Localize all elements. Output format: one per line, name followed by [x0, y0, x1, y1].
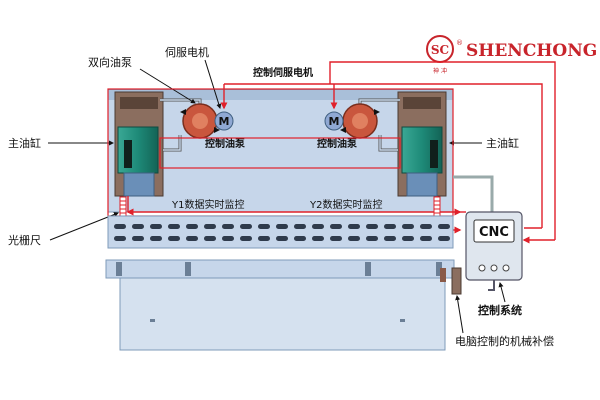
- right-servo-motor: M: [324, 111, 344, 131]
- servo-motor-label: 伺服电机: [165, 45, 209, 59]
- beam-slot: [150, 224, 162, 229]
- control-system-label: 控制系统: [478, 303, 522, 317]
- press-beam: [107, 215, 454, 249]
- beam-slot: [366, 236, 378, 241]
- beam-slots: [114, 224, 450, 241]
- control-pump-right-label: 控制油泵: [317, 137, 358, 150]
- cnc-controller: CNC: [465, 211, 523, 281]
- beam-slot: [330, 224, 342, 229]
- beam-slot: [294, 236, 306, 241]
- lower-table: [105, 259, 455, 351]
- sc-logo-icon: SC: [426, 35, 454, 63]
- beam-slot: [276, 224, 288, 229]
- control-servo-motor-label: 控制伺服电机: [253, 66, 313, 79]
- beam-slot: [348, 224, 360, 229]
- beam-slot: [312, 236, 324, 241]
- right-main-cylinder: [397, 91, 447, 197]
- control-pump-left-label: 控制油泵: [205, 137, 246, 150]
- beam-slot: [114, 236, 126, 241]
- beam-slot: [240, 224, 252, 229]
- cnc-signal-lines: [460, 211, 555, 244]
- servo-signal-lines: [220, 61, 556, 240]
- beam-slot: [348, 236, 360, 241]
- beam-slot: [330, 236, 342, 241]
- beam-slot: [258, 236, 270, 241]
- motor-left-label: M: [219, 115, 230, 128]
- beam-slot: [366, 224, 378, 229]
- beam-slot: [276, 236, 288, 241]
- beam-slot: [186, 236, 198, 241]
- beam-slot: [222, 236, 234, 241]
- beam-slot: [222, 224, 234, 229]
- cnc-label: CNC: [479, 225, 509, 240]
- beam-slot: [240, 236, 252, 241]
- beam-slot: [204, 236, 216, 241]
- left-main-cylinder: [114, 91, 164, 197]
- beam-slot: [294, 224, 306, 229]
- hose: [453, 175, 494, 212]
- beam-slot: [132, 224, 144, 229]
- beam-slot: [204, 224, 216, 229]
- brand-logo: SC 神 冲 ® SHENCHONG: [426, 35, 597, 75]
- beam-slot: [402, 224, 414, 229]
- beam-slot: [420, 224, 432, 229]
- beam-slot: [312, 224, 324, 229]
- brand-name: SHENCHONG: [466, 41, 597, 61]
- registered-mark: ®: [456, 39, 463, 47]
- grating-ruler-label: 光栅尺: [8, 233, 41, 247]
- beam-slot: [168, 224, 180, 229]
- compensation-cylinder: [451, 267, 462, 295]
- motor-right-label: M: [329, 115, 340, 128]
- beam-slot: [258, 224, 270, 229]
- beam-slot: [132, 236, 144, 241]
- beam-slot: [402, 236, 414, 241]
- beam-slot: [168, 236, 180, 241]
- beam-slot: [114, 224, 126, 229]
- beam-slot: [150, 236, 162, 241]
- main-cylinder-left-label: 主油缸: [8, 136, 41, 150]
- beam-slot: [438, 224, 450, 229]
- beam-slot: [186, 224, 198, 229]
- y2-monitor-label: Y2数据实时监控: [309, 198, 382, 211]
- beam-slot: [384, 224, 396, 229]
- main-cylinder-right-label: 主油缸: [486, 136, 519, 150]
- left-servo-motor: M: [214, 111, 234, 131]
- logo-letters: SC: [431, 43, 449, 57]
- y1-monitor-label: Y1数据实时监控: [171, 198, 244, 211]
- beam-slot: [420, 236, 432, 241]
- beam-slot: [438, 236, 450, 241]
- beam-slot: [384, 236, 396, 241]
- mechanical-compensation-label: 电脑控制的机械补偿: [455, 334, 554, 348]
- logo-caption: 神 冲: [433, 67, 447, 75]
- right-pump: [340, 103, 380, 139]
- dual-pump-label: 双向油泵: [88, 55, 132, 69]
